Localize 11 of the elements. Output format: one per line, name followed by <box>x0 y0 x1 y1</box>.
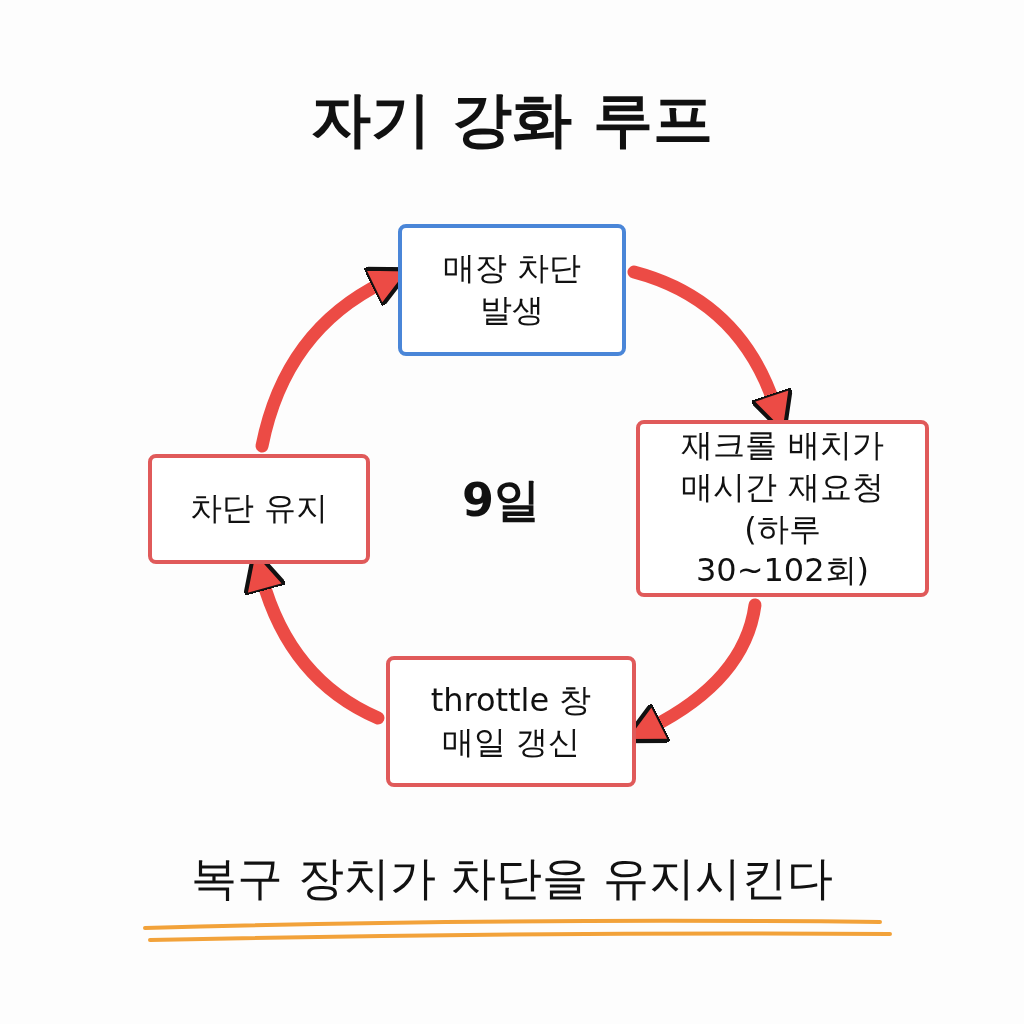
process-box <box>148 454 370 564</box>
process-box <box>386 656 636 787</box>
diagram-caption: 복구 장치가 차단을 유지시킨다 <box>190 850 834 907</box>
box-label: 매장 차단 발생 <box>441 248 583 331</box>
duration-label: 9일 <box>462 472 540 529</box>
box-label: 재크롤 배치가 매시간 재요청 (하루 30~102회) <box>680 425 885 592</box>
box-label: 차단 유지 <box>189 488 329 530</box>
diagram-title: 자기 강화 루프 <box>310 83 714 156</box>
process-box <box>636 420 929 597</box>
box-label: throttle 창 매일 갱신 <box>429 679 593 763</box>
process-box <box>398 224 626 356</box>
